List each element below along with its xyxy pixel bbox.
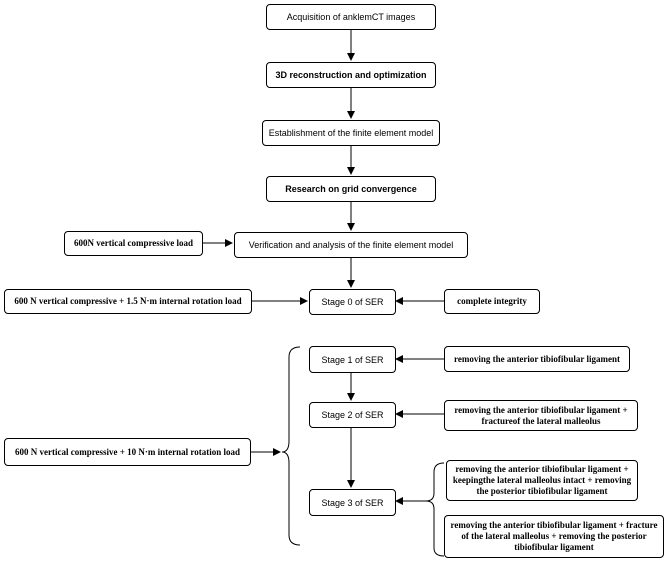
node-grid-convergence-label: Research on grid convergence (285, 184, 417, 194)
node-stage3-label: Stage 3 of SER (321, 497, 384, 508)
node-cond3b-label: removing the anterior tibiofibular ligam… (450, 520, 658, 552)
node-load-10: 600 N vertical compressive + 10 N·m inte… (4, 438, 251, 466)
node-verification: Verification and analysis of the finite … (234, 232, 468, 258)
left-brace (281, 346, 301, 546)
node-load-10-label: 600 N vertical compressive + 10 N·m inte… (14, 446, 241, 457)
node-cond2: removing the anterior tibiofibular ligam… (444, 400, 638, 431)
node-verification-label: Verification and analysis of the finite … (248, 240, 454, 250)
node-stage2-label: Stage 2 of SER (321, 410, 384, 420)
node-complete-integrity-label: complete integrity (457, 296, 527, 306)
node-cond3a-label: removing the anterior tibiofibular ligam… (452, 464, 632, 496)
node-cond1: removing the anterior tibiofibular ligam… (444, 346, 630, 372)
node-stage1: Stage 1 of SER (309, 346, 396, 373)
node-acquisition-label: Acquisition of anklemCT images (286, 12, 416, 22)
node-reconstruction-label: 3D reconstruction and optimization (275, 70, 427, 80)
node-stage0: Stage 0 of SER (309, 289, 396, 315)
node-establishment-label: Establishment of the finite element mode… (268, 128, 434, 138)
node-stage3: Stage 3 of SER (309, 489, 396, 516)
node-stage0-label: Stage 0 of SER (321, 297, 384, 307)
node-stage2: Stage 2 of SER (309, 402, 396, 428)
node-reconstruction: 3D reconstruction and optimization (266, 62, 436, 88)
node-acquisition: Acquisition of anklemCT images (266, 4, 436, 30)
node-stage1-label: Stage 1 of SER (321, 354, 384, 365)
node-load-600n: 600N vertical compressive load (64, 231, 203, 256)
node-cond2-label: removing the anterior tibiofibular ligam… (454, 404, 628, 426)
node-load-1-5-label: 600 N vertical compressive + 1.5 N·m int… (14, 296, 242, 306)
node-grid-convergence: Research on grid convergence (266, 176, 436, 202)
node-cond1-label: removing the anterior tibiofibular ligam… (454, 353, 620, 364)
node-establishment: Establishment of the finite element mode… (262, 120, 440, 146)
node-cond3b: removing the anterior tibiofibular ligam… (444, 515, 664, 558)
node-cond3a: removing the anterior tibiofibular ligam… (446, 460, 638, 501)
node-load-600n-label: 600N vertical compressive load (73, 238, 194, 248)
node-complete-integrity: complete integrity (444, 289, 540, 314)
node-load-1-5: 600 N vertical compressive + 1.5 N·m int… (4, 289, 252, 314)
right-brace (425, 462, 445, 557)
